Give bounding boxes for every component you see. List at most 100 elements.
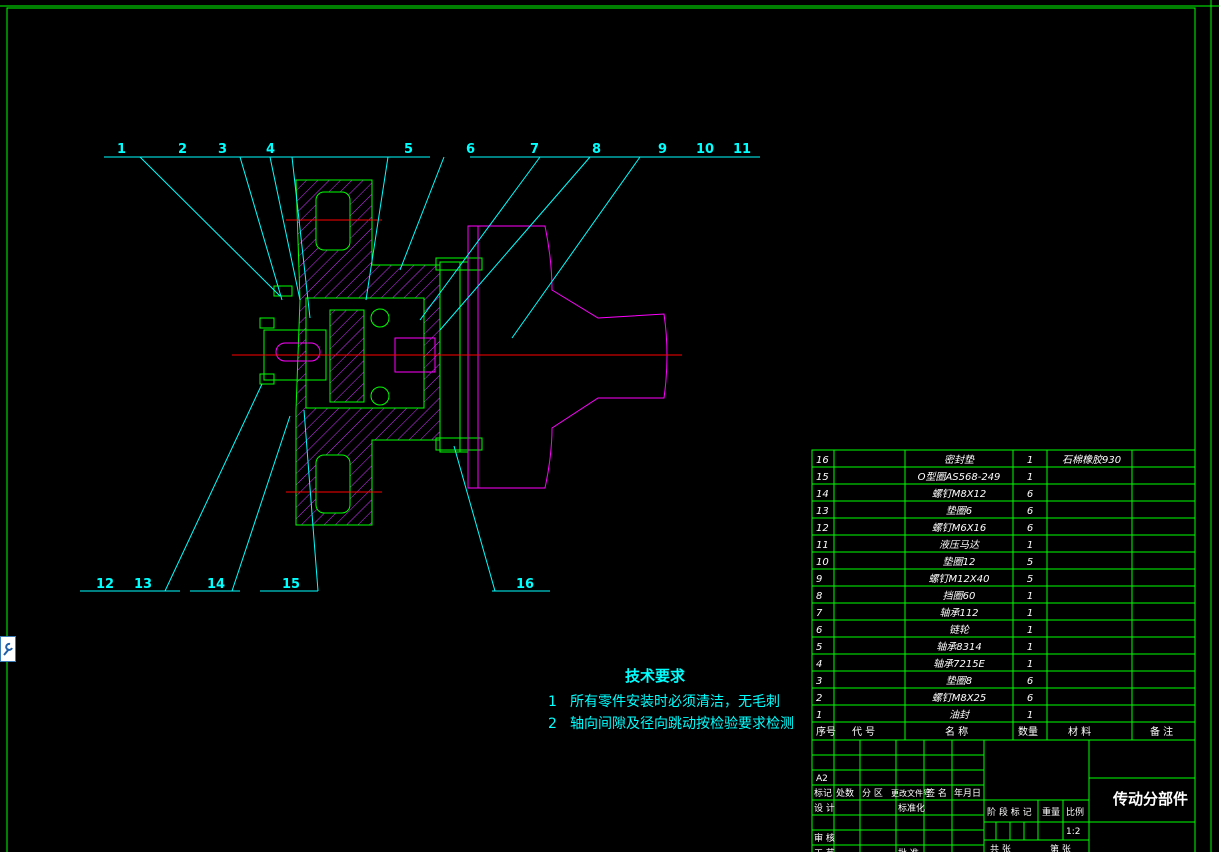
review-label: 审 核 [814, 832, 835, 844]
bom-cell-name: 螺钉M6X16 [932, 522, 987, 534]
scale-label: 比例 [1066, 806, 1084, 818]
bom-cell-no: 3 [816, 676, 822, 687]
balloon-15: 15 [282, 577, 300, 592]
rev-zone-label: 分 区 [862, 788, 883, 799]
bom-row: 3 垫圈8 6 [816, 675, 1033, 687]
balloon-5: 5 [404, 142, 413, 157]
flange-plate [439, 261, 461, 453]
bom-row: 5 轴承8314 1 [816, 641, 1033, 653]
bolt-bottom [435, 437, 483, 451]
balloon-7: 7 [530, 142, 539, 157]
bom-cell-qty: 1 [1027, 455, 1033, 466]
gasket [459, 261, 469, 453]
hydraulic-motor [467, 225, 668, 489]
bom-cell-no: 10 [816, 557, 829, 568]
drawing-name: 传动分部件 [1112, 790, 1188, 808]
bom-cell-qty: 1 [1027, 591, 1033, 602]
bearing-ball-bottom [370, 386, 390, 406]
balloon-6: 6 [466, 142, 475, 157]
stage-mark-label: 阶 段 标 记 [987, 806, 1032, 818]
bom-cell-name: 轴承8314 [936, 641, 981, 653]
balloon-11: 11 [733, 142, 751, 157]
end-bolt-bottom [259, 373, 275, 385]
bom-cell-name: 油封 [949, 709, 971, 721]
bom-cell-qty: 1 [1027, 710, 1033, 721]
bom-cell-name: 液压马达 [939, 539, 981, 551]
bom-row: 8 挡圈60 1 [816, 590, 1033, 602]
sprocket-hub [329, 309, 365, 403]
balloon-1: 1 [117, 142, 126, 157]
balloon-numbers: 1 2 3 4 5 6 7 8 9 10 11 12 13 14 15 16 [96, 142, 751, 592]
bom-cell-name: 螺钉M8X25 [932, 692, 987, 704]
balloon-10: 10 [696, 142, 714, 157]
bom-cell-no: 15 [816, 472, 829, 483]
bom-cell-name: 螺钉M12X40 [929, 573, 990, 585]
bom-cell-no: 5 [816, 642, 822, 653]
tech-title: 技术要求 [625, 667, 686, 685]
bom-cell-no: 9 [816, 574, 822, 585]
outer-frame [6, 7, 1196, 852]
sheet-total: 共 张 [990, 844, 1011, 852]
balloon-12: 12 [96, 577, 114, 592]
process-label: 工 艺 [814, 848, 835, 852]
design-label: 设 计 [814, 802, 835, 814]
bom-cell-no: 1 [816, 710, 822, 721]
bom-cell-name: 轴承7215E [933, 658, 985, 670]
bom-grid [811, 449, 1196, 741]
bom-cell-qty: 1 [1027, 625, 1033, 636]
bom-header-material: 材 料 [1068, 725, 1091, 738]
bom-cell-qty: 6 [1027, 676, 1033, 687]
bom-row: 7 轴承112 1 [816, 607, 1033, 619]
bom-cell-no: 12 [816, 523, 829, 534]
bom-cell-qty: 1 [1027, 608, 1033, 619]
scale-value: 1:2 [1066, 827, 1080, 837]
bom-cell-no: 2 [816, 693, 822, 704]
bom-cell-qty: 5 [1027, 574, 1033, 585]
title-block: 传动分部件 A2 标记 处数 分 区 更改文件号 签 名 年月日 设 计 标准化… [811, 739, 1196, 852]
bom-cell-no: 16 [816, 455, 829, 466]
bom-row: 2 螺钉M8X25 6 [816, 692, 1033, 704]
bom-cell-qty: 1 [1027, 472, 1033, 483]
rev-sign-label: 签 名 [926, 787, 947, 799]
bom-cell-material: 石棉橡胶930 [1062, 454, 1121, 466]
balloon-8: 8 [592, 142, 601, 157]
bom-cell-name: 链轮 [949, 624, 970, 636]
bom-cell-no: 4 [816, 659, 822, 670]
balloon-2: 2 [178, 142, 187, 157]
tech-item-2-num: 2 [548, 716, 557, 732]
bom-cell-no: 14 [816, 489, 829, 500]
bom-cell-qty: 6 [1027, 693, 1033, 704]
bom-header-note: 备 注 [1150, 725, 1173, 738]
bom-cell-name: 轴承112 [939, 607, 978, 619]
assembly-drawing [232, 179, 682, 526]
bom-cell-no: 8 [816, 591, 822, 602]
balloon-4: 4 [266, 142, 275, 157]
tech-item-1-num: 1 [548, 694, 557, 710]
rev-date-label: 年月日 [954, 787, 981, 799]
rev-mark-label: 标记 [814, 787, 832, 799]
end-bolt-top [259, 317, 275, 329]
bom-row: 9 螺钉M12X40 5 [816, 573, 1033, 585]
bom-cell-qty: 6 [1027, 489, 1033, 500]
bom-cell-name: 挡圈60 [943, 590, 976, 602]
bom-cell-name: 垫圈6 [946, 505, 972, 517]
sprocket-pocket-top [315, 191, 351, 251]
bom-cell-qty: 1 [1027, 659, 1033, 670]
bom-row: 1 油封 1 [816, 709, 1033, 721]
bom-cell-no: 7 [816, 608, 823, 619]
balloon-16: 16 [516, 577, 534, 592]
bom-cell-name: 垫圈12 [943, 556, 976, 568]
bom-cell-name: 垫圈8 [946, 675, 972, 687]
bolt-top [435, 257, 483, 271]
cover-bolt-top [273, 285, 293, 297]
bom-header-name: 名 称 [945, 725, 968, 738]
bom-header-qty: 数量 [1018, 725, 1038, 738]
bom-cell-qty: 1 [1027, 642, 1033, 653]
wrench-tool-button[interactable] [0, 636, 16, 662]
wrench-icon [3, 642, 13, 656]
